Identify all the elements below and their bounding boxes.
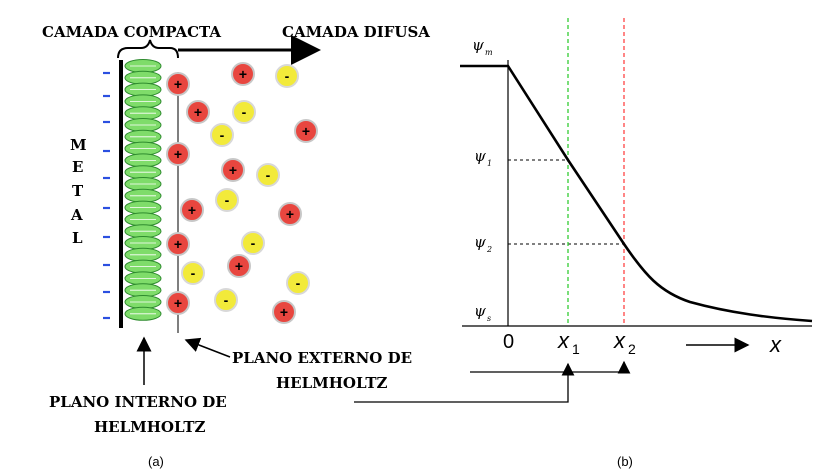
inner-plane-label-line2: HELMHOLTZ [94,418,205,436]
anion-11: - [215,188,239,212]
svg-text:+: + [286,206,294,222]
cation-16: + [227,254,251,278]
svg-text:+: + [194,104,202,120]
svg-text:-: - [285,68,290,84]
svg-text:+: + [174,76,182,92]
anion-10: - [256,163,280,187]
psi-m-label: ψ m [472,36,493,57]
svg-text:+: + [174,236,182,252]
cation-14: + [166,232,190,256]
anion-20: - [214,288,238,312]
svg-text:-: - [242,104,247,120]
compact-layer-brace [117,39,179,59]
svg-text:+: + [302,123,310,139]
svg-text:x: x [613,328,626,353]
panel-a-caption: (a) [148,454,164,469]
svg-text:-: - [225,192,230,208]
cation-19: + [166,291,190,315]
cation-9: + [221,158,245,182]
svg-text:x: x [557,328,570,353]
panel-a: CAMADA COMPACTA CAMADA DIFUSA M E T A L … [42,23,430,469]
x2-connector [470,360,631,374]
svg-text:s: s [487,314,491,323]
panel-b: ψ m ψ 1 ψ 2 ψ s 0 x 1 [354,18,813,469]
svg-text:2: 2 [486,245,492,254]
metal-letter-m: M [70,136,87,154]
cation-1: + [166,72,190,96]
metal-letter-a: A [70,206,83,224]
svg-text:-: - [191,265,196,281]
svg-text:2: 2 [628,341,636,357]
svg-text:1: 1 [572,341,580,357]
svg-text:+: + [174,295,182,311]
svg-text:+: + [174,146,182,162]
svg-text:-: - [251,235,256,251]
potential-curve [460,64,813,323]
metal-surface-charges [103,71,110,320]
anion-5: - [232,100,256,124]
svg-text:+: + [235,258,243,274]
psi-s-label: ψ s [474,302,491,323]
panel-b-caption: (b) [617,454,633,469]
svg-text:+: + [280,304,288,320]
inner-plane-label-line1: PLANO INTERNO DE [49,393,227,411]
camada-compacta-label: CAMADA COMPACTA [42,23,221,41]
outer-plane-label-line2: HELMHOLTZ [276,374,387,392]
anion-15: - [241,231,265,255]
x-axis-label: x [769,332,782,357]
x2-label: x 2 [613,328,636,357]
anion-18: - [286,271,310,295]
svg-text:ψ: ψ [474,147,486,165]
svg-text:ψ: ψ [472,36,484,54]
x1-connector [354,362,575,403]
svg-text:-: - [296,275,301,291]
svg-text:+: + [239,66,247,82]
svg-text:m: m [485,48,493,57]
inner-helmholtz-dipoles [124,59,162,321]
outer-plane-label-line1: PLANO EXTERNO DE [232,349,412,367]
metal-letter-e: E [72,158,83,176]
svg-text:+: + [188,202,196,218]
cation-7: + [294,119,318,143]
cation-8: + [166,142,190,166]
metal-letter-l: L [72,229,83,247]
cation-13: + [278,202,302,226]
metal-letter-t: T [72,182,84,200]
anion-3: - [275,64,299,88]
svg-text:+: + [229,162,237,178]
x1-label: x 1 [557,328,580,357]
diffuse-layer-ions: ++-+--+++--+++-+--+-+ [166,62,318,324]
cation-4: + [186,100,210,124]
svg-text:1: 1 [487,159,492,168]
svg-text:-: - [220,127,225,143]
outer-plane-pointer-arrow [184,337,231,358]
anion-6: - [210,123,234,147]
anion-17: - [181,261,205,285]
svg-text:ψ: ψ [474,233,486,251]
svg-text:-: - [224,292,229,308]
origin-label: 0 [503,331,514,353]
cation-21: + [272,300,296,324]
psi-2-label: ψ 2 [474,233,492,254]
svg-text:-: - [266,167,271,183]
cation-2: + [231,62,255,86]
camada-difusa-label: CAMADA DIFUSA [282,23,430,41]
psi-1-label: ψ 1 [474,147,492,168]
svg-text:ψ: ψ [474,302,486,320]
cation-12: + [180,198,204,222]
